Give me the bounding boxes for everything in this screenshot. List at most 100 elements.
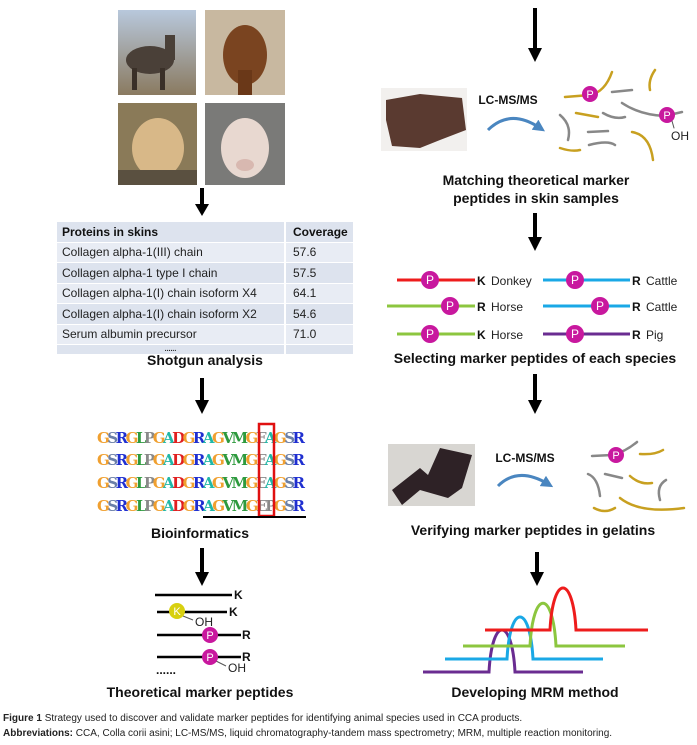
column-header-coverage: Coverage: [293, 224, 348, 239]
abbreviations-label: Abbreviations:: [3, 728, 74, 739]
terminal-residue: K: [477, 274, 486, 288]
svg-text:OH: OH: [228, 661, 246, 675]
proline-icon: [202, 627, 218, 643]
proline-icon: P: [586, 89, 593, 101]
theoretical-peptides: K K K OH P R P R OH ......: [155, 588, 251, 677]
lcms-label: LC-MS/MS: [495, 451, 554, 465]
arrow-down-icon: [528, 374, 542, 414]
proline-icon: [421, 325, 439, 343]
table-header: Proteins in skins Coverage: [57, 222, 353, 243]
step-verifying: Verifying marker peptides in gelatins: [411, 522, 656, 538]
arrow-down-icon: [195, 548, 209, 586]
step-selecting: Selecting marker peptides of each specie…: [394, 350, 677, 366]
protein-name: Collagen alpha-1(III) chain: [57, 242, 286, 262]
species-peptide-horse: P R Horse: [387, 297, 523, 315]
mrm-trace: [485, 586, 648, 632]
terminal-residue: R: [632, 274, 641, 288]
proline-icon: [441, 297, 459, 315]
protein-name: Collagen alpha-1 type I chain: [57, 263, 286, 283]
process-arrow-icon: [496, 474, 554, 488]
sequence-row: GSRGLPGADGRAGVMGEAGSR: [97, 451, 306, 469]
mrm-trace: [423, 628, 583, 674]
svg-text:R: R: [242, 628, 251, 642]
step-matching-line1: Matching theoretical marker: [443, 172, 630, 188]
species-peptide-donkey: P K Donkey: [397, 271, 532, 289]
arrow-down-icon: [195, 378, 209, 414]
proline-icon: P: [612, 450, 619, 462]
species-label: Donkey: [491, 274, 532, 288]
svg-text:P: P: [571, 273, 579, 287]
proline-icon: [591, 297, 609, 315]
lysine-hydroxyl-icon: [169, 603, 185, 619]
column-header-protein: Proteins in skins: [57, 222, 286, 242]
svg-text:P: P: [426, 327, 434, 341]
terminal-residue: R: [632, 300, 641, 314]
species-peptide-horse: P K Horse: [397, 325, 523, 343]
svg-text:R: R: [242, 650, 251, 664]
species-label: Pig: [646, 328, 663, 342]
skin-sample-photo: [381, 88, 467, 151]
species-label: Horse: [491, 328, 523, 342]
protein-name: Collagen alpha-1(I) chain isoform X2: [57, 304, 286, 324]
figure-text: Strategy used to discover and validate m…: [44, 713, 523, 724]
proline-icon: [421, 271, 439, 289]
coverage-value: 57.5: [293, 265, 317, 280]
svg-text:P: P: [426, 273, 434, 287]
step-shotgun-analysis: Shotgun analysis: [147, 352, 263, 368]
coverage-value: 57.6: [293, 245, 317, 260]
step-matching-line2: peptides in skin samples: [453, 190, 619, 206]
mrm-trace: [463, 601, 625, 648]
svg-text:P: P: [206, 652, 213, 664]
sequence-alignment: GSRGLPGADGRAGVMGEAGSR GSRGLPGADGRAGVMGEAG…: [97, 429, 306, 515]
step-developing-mrm: Developing MRM method: [451, 684, 618, 700]
table-row: Serum albumin precursor 71.0: [57, 324, 353, 345]
mrm-trace: [445, 615, 603, 661]
step-theoretical-peptides: Theoretical marker peptides: [107, 684, 294, 700]
more-rows-indicator: ......: [57, 345, 286, 354]
hydroxyl-label: OH: [671, 129, 689, 143]
horse-photo: [205, 10, 285, 95]
sequence-row: GSRGLPGADGRAGVMGEAGSR: [97, 474, 306, 492]
coverage-value: 71.0: [293, 327, 317, 342]
donkey-photo: [118, 10, 196, 95]
table-row: Collagen alpha-1(III) chain 57.6: [57, 242, 353, 263]
arrow-down-icon: [528, 8, 542, 62]
gelatin-photo: [388, 444, 475, 506]
proline-icon: [566, 325, 584, 343]
terminal-residue: K: [477, 328, 486, 342]
species-label: Horse: [491, 300, 523, 314]
mrm-chromatogram: [423, 586, 648, 674]
pig-photo: [205, 103, 285, 185]
protein-name: Serum albumin precursor: [57, 324, 286, 344]
figure-label: Figure 1: [3, 713, 42, 724]
process-arrow-icon: [486, 117, 545, 132]
cattle-photo: [118, 103, 197, 185]
terminal-residue: R: [477, 300, 486, 314]
protein-coverage-table: Proteins in skins Coverage Collagen alph…: [57, 222, 353, 355]
species-peptide-cattle: P R Cattle: [543, 297, 678, 315]
arrow-down-icon: [528, 213, 542, 251]
svg-text:P: P: [446, 299, 454, 313]
hydroxyproline-icon: [202, 649, 218, 665]
arrow-down-icon: [530, 552, 544, 586]
species-label: Cattle: [646, 274, 678, 288]
svg-text:P: P: [571, 327, 579, 341]
table-row-ellipsis: ......: [57, 345, 353, 355]
svg-text:......: ......: [156, 663, 176, 677]
proline-icon: [566, 271, 584, 289]
species-label: Cattle: [646, 300, 678, 314]
table-row: Collagen alpha-1 type I chain 57.5: [57, 263, 353, 284]
figure-caption: Figure 1 Strategy used to discover and v…: [3, 711, 612, 741]
sequence-row: GSRGLPGADGRAGVMGEPGSR: [97, 497, 306, 515]
digested-peptides-gelatin: [586, 440, 686, 513]
svg-text:K: K: [173, 606, 181, 618]
svg-text:OH: OH: [195, 615, 213, 629]
svg-text:P: P: [206, 630, 213, 642]
digested-peptides-skin: [558, 68, 684, 162]
arrow-down-icon: [195, 188, 209, 216]
svg-text:P: P: [596, 299, 604, 313]
